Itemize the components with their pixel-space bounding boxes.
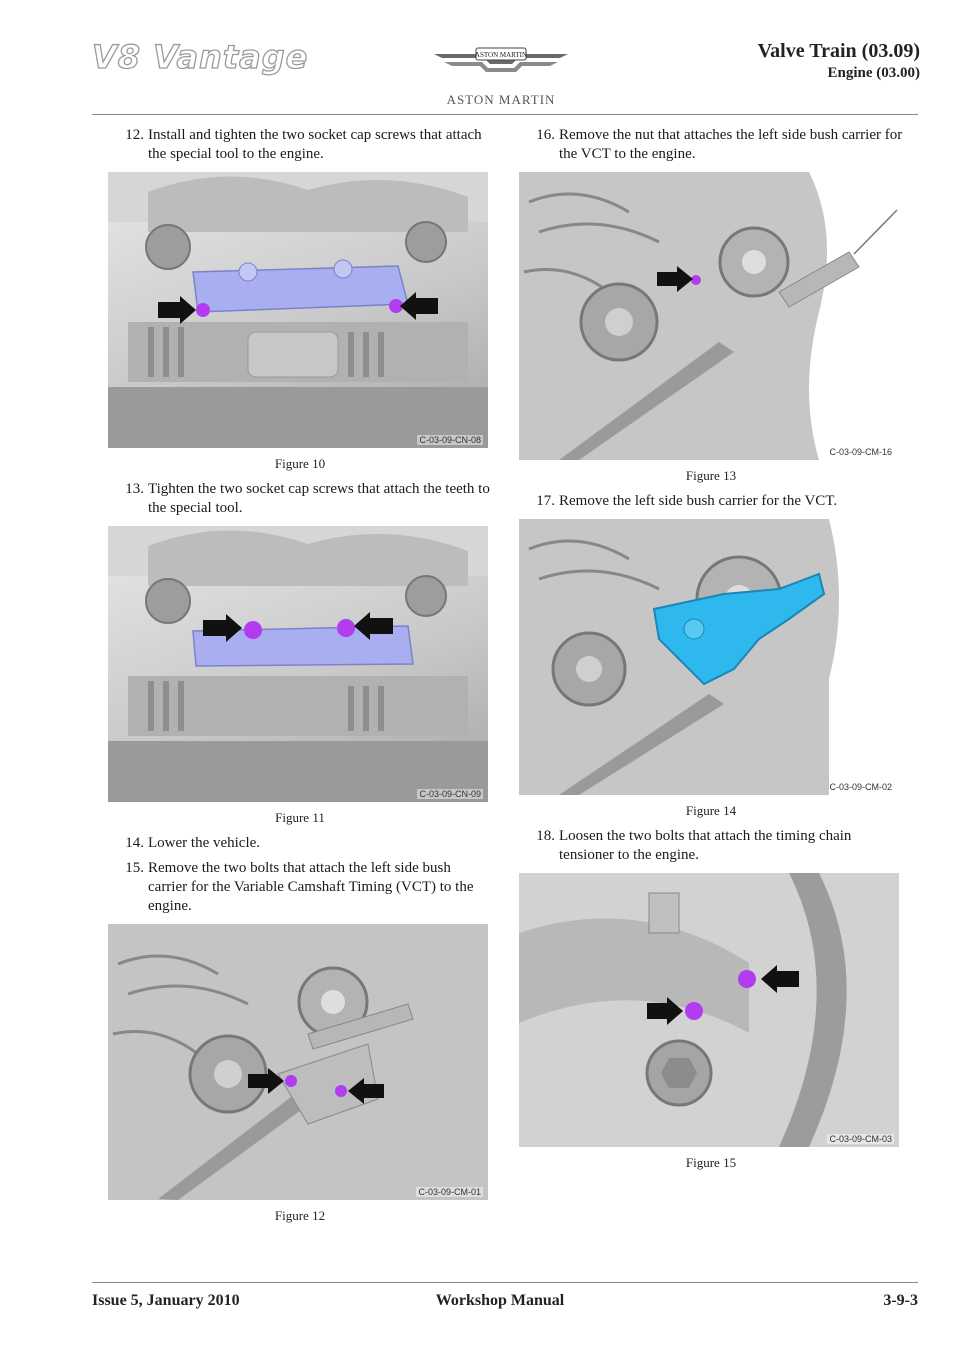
step-16: 16.Remove the nut that attaches the left… (536, 127, 903, 162)
left-column: 12.Install and tighten the two socket ca… (108, 126, 492, 1232)
svg-text:ASTON MARTIN: ASTON MARTIN (475, 51, 527, 59)
page-header: V8 Vantage ASTON MARTIN ASTON MARTIN Val… (0, 0, 960, 115)
figure-12-image: C-03-09-CM-01 (108, 924, 488, 1200)
figure-13-image: C-03-09-CM-16 (519, 172, 899, 460)
page-number: 3-9-3 (883, 1292, 918, 1309)
section-subtitle: Engine (03.00) (827, 65, 920, 81)
step-15: 15.Remove the two bolts that attach the … (125, 860, 474, 914)
figure-12-caption: Figure 12 (274, 1208, 326, 1223)
figure-15-code: C-03-09-CM-03 (827, 1134, 894, 1144)
section-title: Valve Train (03.09) (757, 40, 920, 62)
brand-wings-logo: ASTON MARTIN (434, 47, 568, 72)
figure-14-image: C-03-09-CM-02 (519, 519, 899, 795)
figure-10-code: C-03-09-CN-08 (417, 435, 483, 445)
figure-13-code: C-03-09-CM-16 (829, 447, 892, 457)
figure-14-caption: Figure 14 (685, 803, 737, 818)
model-logo: V8 Vantage (91, 37, 309, 76)
figure-10-caption: Figure 10 (274, 456, 326, 471)
figure-12-code: C-03-09-CM-01 (416, 1187, 483, 1197)
step-12: 12.Install and tighten the two socket ca… (125, 127, 482, 162)
figure-15-caption: Figure 15 (685, 1155, 737, 1170)
figure-15-image: C-03-09-CM-03 (519, 873, 899, 1147)
figure-11-image: C-03-09-CN-09 (108, 526, 488, 802)
figure-10-image: C-03-09-CN-08 (108, 172, 488, 448)
footer-divider (92, 1282, 918, 1283)
step-13: 13.Tighten the two socket cap screws tha… (125, 481, 490, 516)
right-column: 16.Remove the nut that attaches the left… (519, 126, 903, 1179)
footer-issue: Issue 5, January 2010 (92, 1292, 240, 1309)
step-17: 17.Remove the left side bush carrier for… (536, 493, 838, 509)
figure-13-caption: Figure 13 (685, 468, 737, 483)
header-divider (92, 114, 918, 115)
figure-14-code: C-03-09-CM-02 (829, 782, 892, 792)
step-14: 14.Lower the vehicle. (125, 835, 261, 851)
step-18: 18.Loosen the two bolts that attach the … (536, 828, 852, 863)
figure-11-code: C-03-09-CN-09 (417, 789, 483, 799)
figure-11-caption: Figure 11 (275, 810, 325, 825)
brand-name: ASTON MARTIN (446, 92, 556, 107)
footer-manual-title: Workshop Manual (435, 1292, 565, 1309)
